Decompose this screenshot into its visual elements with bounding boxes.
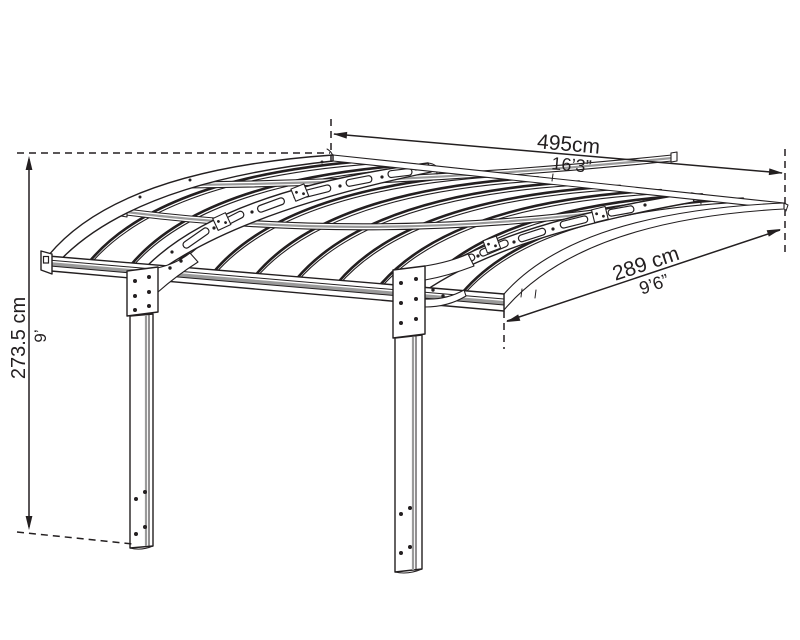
dimension-height: 273.5 cm 9’ [8, 119, 332, 545]
carport-drawing [40, 148, 789, 574]
rail-end-cap [670, 151, 678, 163]
right-post-gooseneck [424, 253, 475, 281]
right-post-flare [424, 289, 467, 308]
height-metric-label: 273.5 cm [8, 297, 30, 379]
width-imperial-label: 16’3” [551, 153, 593, 176]
arrowhead-upper [766, 229, 781, 237]
left-post-gooseneck [156, 252, 199, 293]
right-post-plate [392, 265, 426, 339]
left-post-base [129, 545, 154, 550]
arrowhead-right [768, 168, 783, 176]
left-post-shaft [129, 313, 154, 549]
right-post-shaft [394, 334, 423, 573]
width-metric-label: 495cm [536, 130, 601, 158]
dimension-line [333, 133, 783, 174]
roof-right-fascia [503, 202, 785, 311]
height-imperial-label: 9’ [31, 329, 50, 342]
arrowhead-lower [506, 314, 521, 322]
dimension-line [506, 229, 781, 322]
arrowhead-left [333, 131, 348, 139]
arrowhead-up [25, 156, 33, 170]
dimension-width: 495cm 16’3” [333, 130, 786, 252]
rail-brackets [212, 183, 609, 254]
left-post-plate [126, 266, 159, 317]
dimension-depth: 289 cm 9’6” [503, 229, 781, 349]
arrowhead-down [25, 516, 33, 530]
roof-left-edge [47, 154, 334, 269]
extension-line [16, 531, 134, 545]
left-post [126, 252, 199, 550]
right-post [392, 253, 475, 574]
right-post-base [394, 568, 423, 574]
